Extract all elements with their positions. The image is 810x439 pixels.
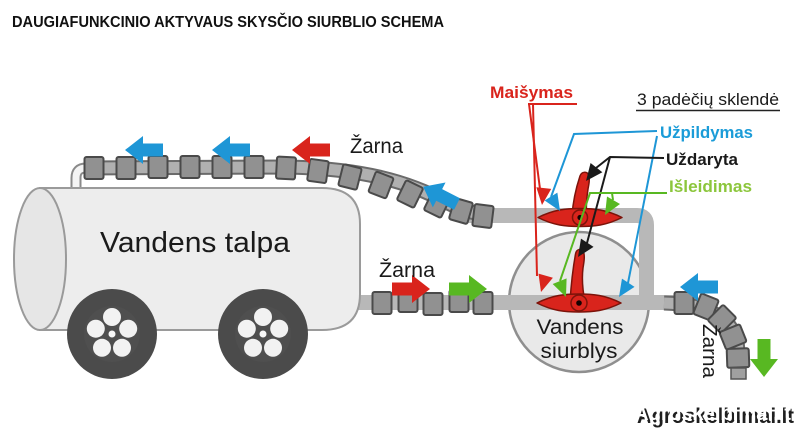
- svg-text:Vandens: Vandens: [537, 315, 624, 339]
- leader-discharge: [552, 192, 667, 300]
- leader-closed: [571, 155, 665, 262]
- tank-label: Vandens talpa: [100, 227, 291, 259]
- hose-label-middle: Žarna: [379, 259, 435, 282]
- page-title: DAUGIAFUNKCINIO AKTYVAUS SKYSČIO SIURBLI…: [12, 13, 444, 31]
- water-tank: Vandens talpa: [13, 187, 361, 331]
- flow-arrow-down-green: [750, 339, 778, 377]
- discharge-label: Išleidimas: [669, 177, 752, 196]
- wheel-rear: [218, 289, 308, 379]
- pump-label: Vandens siurblys: [537, 315, 624, 363]
- svg-text:siurblys: siurblys: [541, 339, 618, 363]
- filling-label: Užpildymas: [660, 123, 753, 142]
- watermark-shadow: Agroskelbimai.lt: [637, 404, 794, 428]
- tank-end-cap: [13, 187, 67, 331]
- leader-mixing: [528, 103, 577, 295]
- pipe-loop: [630, 208, 654, 303]
- watermark-text: Agroskelbimai.lt: [634, 401, 791, 425]
- leader-filling: [544, 130, 658, 302]
- mixing-label: Maišymas: [490, 83, 573, 102]
- wheel-front: [67, 289, 157, 379]
- hose-label-top: Žarna: [350, 135, 403, 158]
- three-way-valve-bottom: [536, 248, 622, 313]
- valve-positions-heading: 3 padėčių sklendė: [637, 90, 779, 109]
- watermark: Agroskelbimai.lt Agroskelbimai.lt: [634, 401, 794, 428]
- closed-label: Uždaryta: [666, 150, 739, 169]
- hose-label-right: Žarna: [698, 324, 721, 379]
- hose-end-cap: [730, 367, 747, 380]
- discharge-hose: [663, 291, 751, 380]
